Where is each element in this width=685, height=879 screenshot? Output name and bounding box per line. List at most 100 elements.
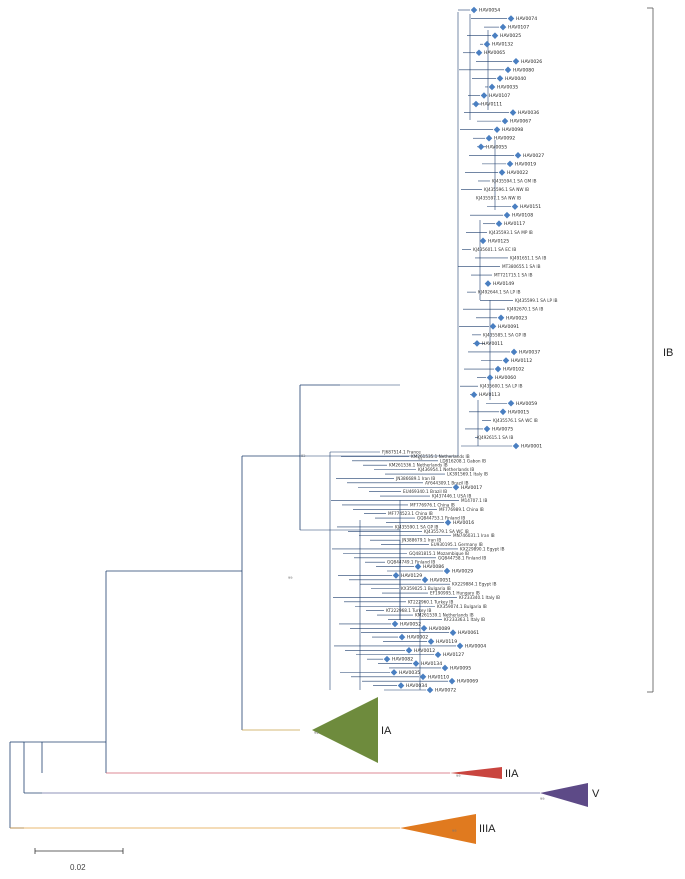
hav-tip-marker bbox=[444, 519, 452, 526]
hav-tip-label: HAV0069 bbox=[457, 679, 478, 685]
backbone-branches bbox=[9, 385, 540, 829]
hav-tip-marker bbox=[441, 664, 449, 672]
hav-tip-marker bbox=[507, 15, 515, 22]
hav-tip-marker bbox=[449, 629, 457, 637]
ref-tip-label: KJ492670.1 SA IB bbox=[507, 307, 543, 312]
hav-tip-marker bbox=[472, 100, 480, 108]
ref-tip-label: KJ491651.1 SA IB bbox=[510, 255, 546, 260]
ib-branches bbox=[300, 9, 514, 691]
hav-tip-label: HAV0035 bbox=[497, 84, 518, 90]
hav-tip-marker bbox=[470, 6, 478, 14]
hav-tip-marker bbox=[511, 203, 519, 210]
hav-tip-label: HAV0080 bbox=[513, 67, 534, 73]
ref-tip-label: JN388679.1 Iran IB bbox=[401, 538, 441, 543]
ref-tip-label: KM261535.1 Netherlands IB bbox=[411, 454, 470, 459]
hav-tip-marker bbox=[405, 647, 413, 654]
hav-tip-label: HAV0108 bbox=[512, 213, 533, 219]
clade-ia-triangle bbox=[312, 697, 378, 763]
hav-tip-label: HAV0086 bbox=[423, 564, 444, 570]
hav-tip-marker bbox=[485, 134, 493, 142]
hav-tip-marker bbox=[477, 143, 485, 151]
ref-tip-label: KX229890.1 Egypt IB bbox=[460, 546, 505, 551]
hav-tip-label: HAV0075 bbox=[492, 426, 513, 432]
hav-tip-marker bbox=[427, 638, 435, 645]
hav-tip-marker bbox=[397, 682, 405, 689]
hav-tip-label: HAV0037 bbox=[519, 349, 540, 355]
hav-tip-marker bbox=[504, 66, 512, 74]
hav-tip-label: HAV0113 bbox=[479, 392, 500, 398]
ref-tip-label: KM261536.1 Netherlands IB bbox=[389, 463, 448, 468]
hav-tip-label: HAV0025 bbox=[500, 33, 521, 39]
hav-tip-marker bbox=[495, 220, 503, 228]
clade-v-label: V bbox=[592, 788, 600, 800]
hav-tip-label: HAV0055 bbox=[486, 144, 507, 150]
hav-tip-marker bbox=[510, 348, 518, 356]
hav-tip-marker bbox=[493, 126, 501, 133]
hav-tip-label: HAV0091 bbox=[498, 324, 519, 330]
ref-tip-label: KJ435579.1 SA WC IB bbox=[424, 529, 469, 534]
clade-v-triangle bbox=[540, 783, 588, 807]
hav-tip-marker bbox=[483, 425, 491, 433]
ref-tip-label: LK391569.1 Italy IB bbox=[447, 472, 488, 477]
scale-bar-label: 0.02 bbox=[70, 863, 86, 872]
ref-tip-label: MT721715.1 SA IB bbox=[494, 273, 533, 278]
hav-tip-label: HAV0067 bbox=[510, 119, 531, 125]
hav-tip-label: HAV0065 bbox=[484, 50, 505, 56]
hav-tip-marker bbox=[491, 32, 499, 39]
clade-ib-bracket bbox=[647, 7, 654, 693]
hav-tip-marker bbox=[489, 323, 497, 330]
hav-tip-label: HAV0132 bbox=[492, 42, 513, 48]
ref-tip-label: KJ435594.1 SA GM IB bbox=[492, 178, 537, 183]
hav-tip-marker bbox=[496, 75, 504, 82]
hav-tip-label: HAV0034 bbox=[406, 683, 427, 689]
hav-tip-label: HAV0082 bbox=[392, 657, 413, 663]
hav-tip-marker bbox=[486, 374, 494, 381]
hav-tip-marker bbox=[470, 391, 478, 399]
ref-tip-label: KJ435593.1 SA MP IB bbox=[489, 230, 533, 235]
ref-tip-label: KF233363.1 Italy IB bbox=[444, 617, 485, 622]
hav-tip-label: HAV0012 bbox=[414, 648, 435, 654]
hav-tip-marker bbox=[512, 57, 520, 65]
hav-tip-label: HAV0092 bbox=[494, 136, 515, 142]
hav-tip-label: HAV0125 bbox=[488, 238, 509, 244]
ref-tip-label: GQ481815.1 Mozambique IB bbox=[409, 551, 469, 556]
hav-tip-marker bbox=[494, 365, 502, 373]
hav-tip-marker bbox=[499, 23, 507, 31]
hav-tip-label: HAV0015 bbox=[508, 409, 529, 415]
hav-tip-marker bbox=[503, 211, 511, 219]
bootstrap-ib-lower: 94 bbox=[418, 457, 423, 461]
hav-tip-marker bbox=[498, 169, 506, 176]
hav-tip-label: HAV0026 bbox=[521, 59, 542, 65]
hav-tip-label: HAV0107 bbox=[508, 25, 529, 31]
hav-tip-marker bbox=[398, 633, 406, 641]
clade-iia-triangle bbox=[450, 767, 502, 779]
hav-tip-label: HAV0016 bbox=[453, 520, 474, 526]
hav-tip-label: HAV0102 bbox=[503, 367, 524, 373]
ref-tip-label: M14707.1 IB bbox=[461, 498, 487, 503]
hav-tip-marker bbox=[419, 673, 427, 681]
hav-tip-marker bbox=[452, 483, 460, 491]
ref-tip-label: KJ435601.1 SA EC IB bbox=[473, 247, 516, 252]
hav-tip-label: HAV0074 bbox=[516, 16, 537, 22]
hav-tip-marker bbox=[514, 152, 522, 159]
hav-tip-marker bbox=[443, 567, 451, 575]
hav-tip-marker bbox=[412, 660, 420, 667]
ref-tip-label: KJ437446.1 USA IB bbox=[432, 494, 472, 499]
ref-tip-label: LD816208.1 Gabon IB bbox=[440, 458, 486, 463]
hav-tip-marker bbox=[512, 442, 520, 450]
hav-tip-marker bbox=[475, 49, 483, 57]
hav-tip-marker bbox=[456, 642, 464, 650]
ref-tip-label: KX359074.1 Bulgaria IB bbox=[437, 604, 487, 609]
hav-tip-marker bbox=[480, 92, 488, 99]
ref-tip-label: MN746031.1 Iran IB bbox=[453, 533, 495, 538]
ref-tip-label: KJ435596.1 SA NW IB bbox=[484, 187, 529, 192]
hav-tip-marker bbox=[484, 280, 492, 287]
hav-tip-label: HAV0019 bbox=[515, 161, 536, 167]
hav-tip-label: HAV0072 bbox=[435, 688, 456, 694]
hav-tip-label: HAV0011 bbox=[482, 341, 503, 347]
hav-tip-marker bbox=[483, 40, 491, 48]
hav-tip-marker bbox=[488, 83, 496, 91]
hav-tip-label: HAV0001 bbox=[521, 444, 542, 450]
hav-tip-label: HAV0151 bbox=[520, 204, 541, 210]
hav-tip-label: HAV0004 bbox=[465, 643, 486, 649]
